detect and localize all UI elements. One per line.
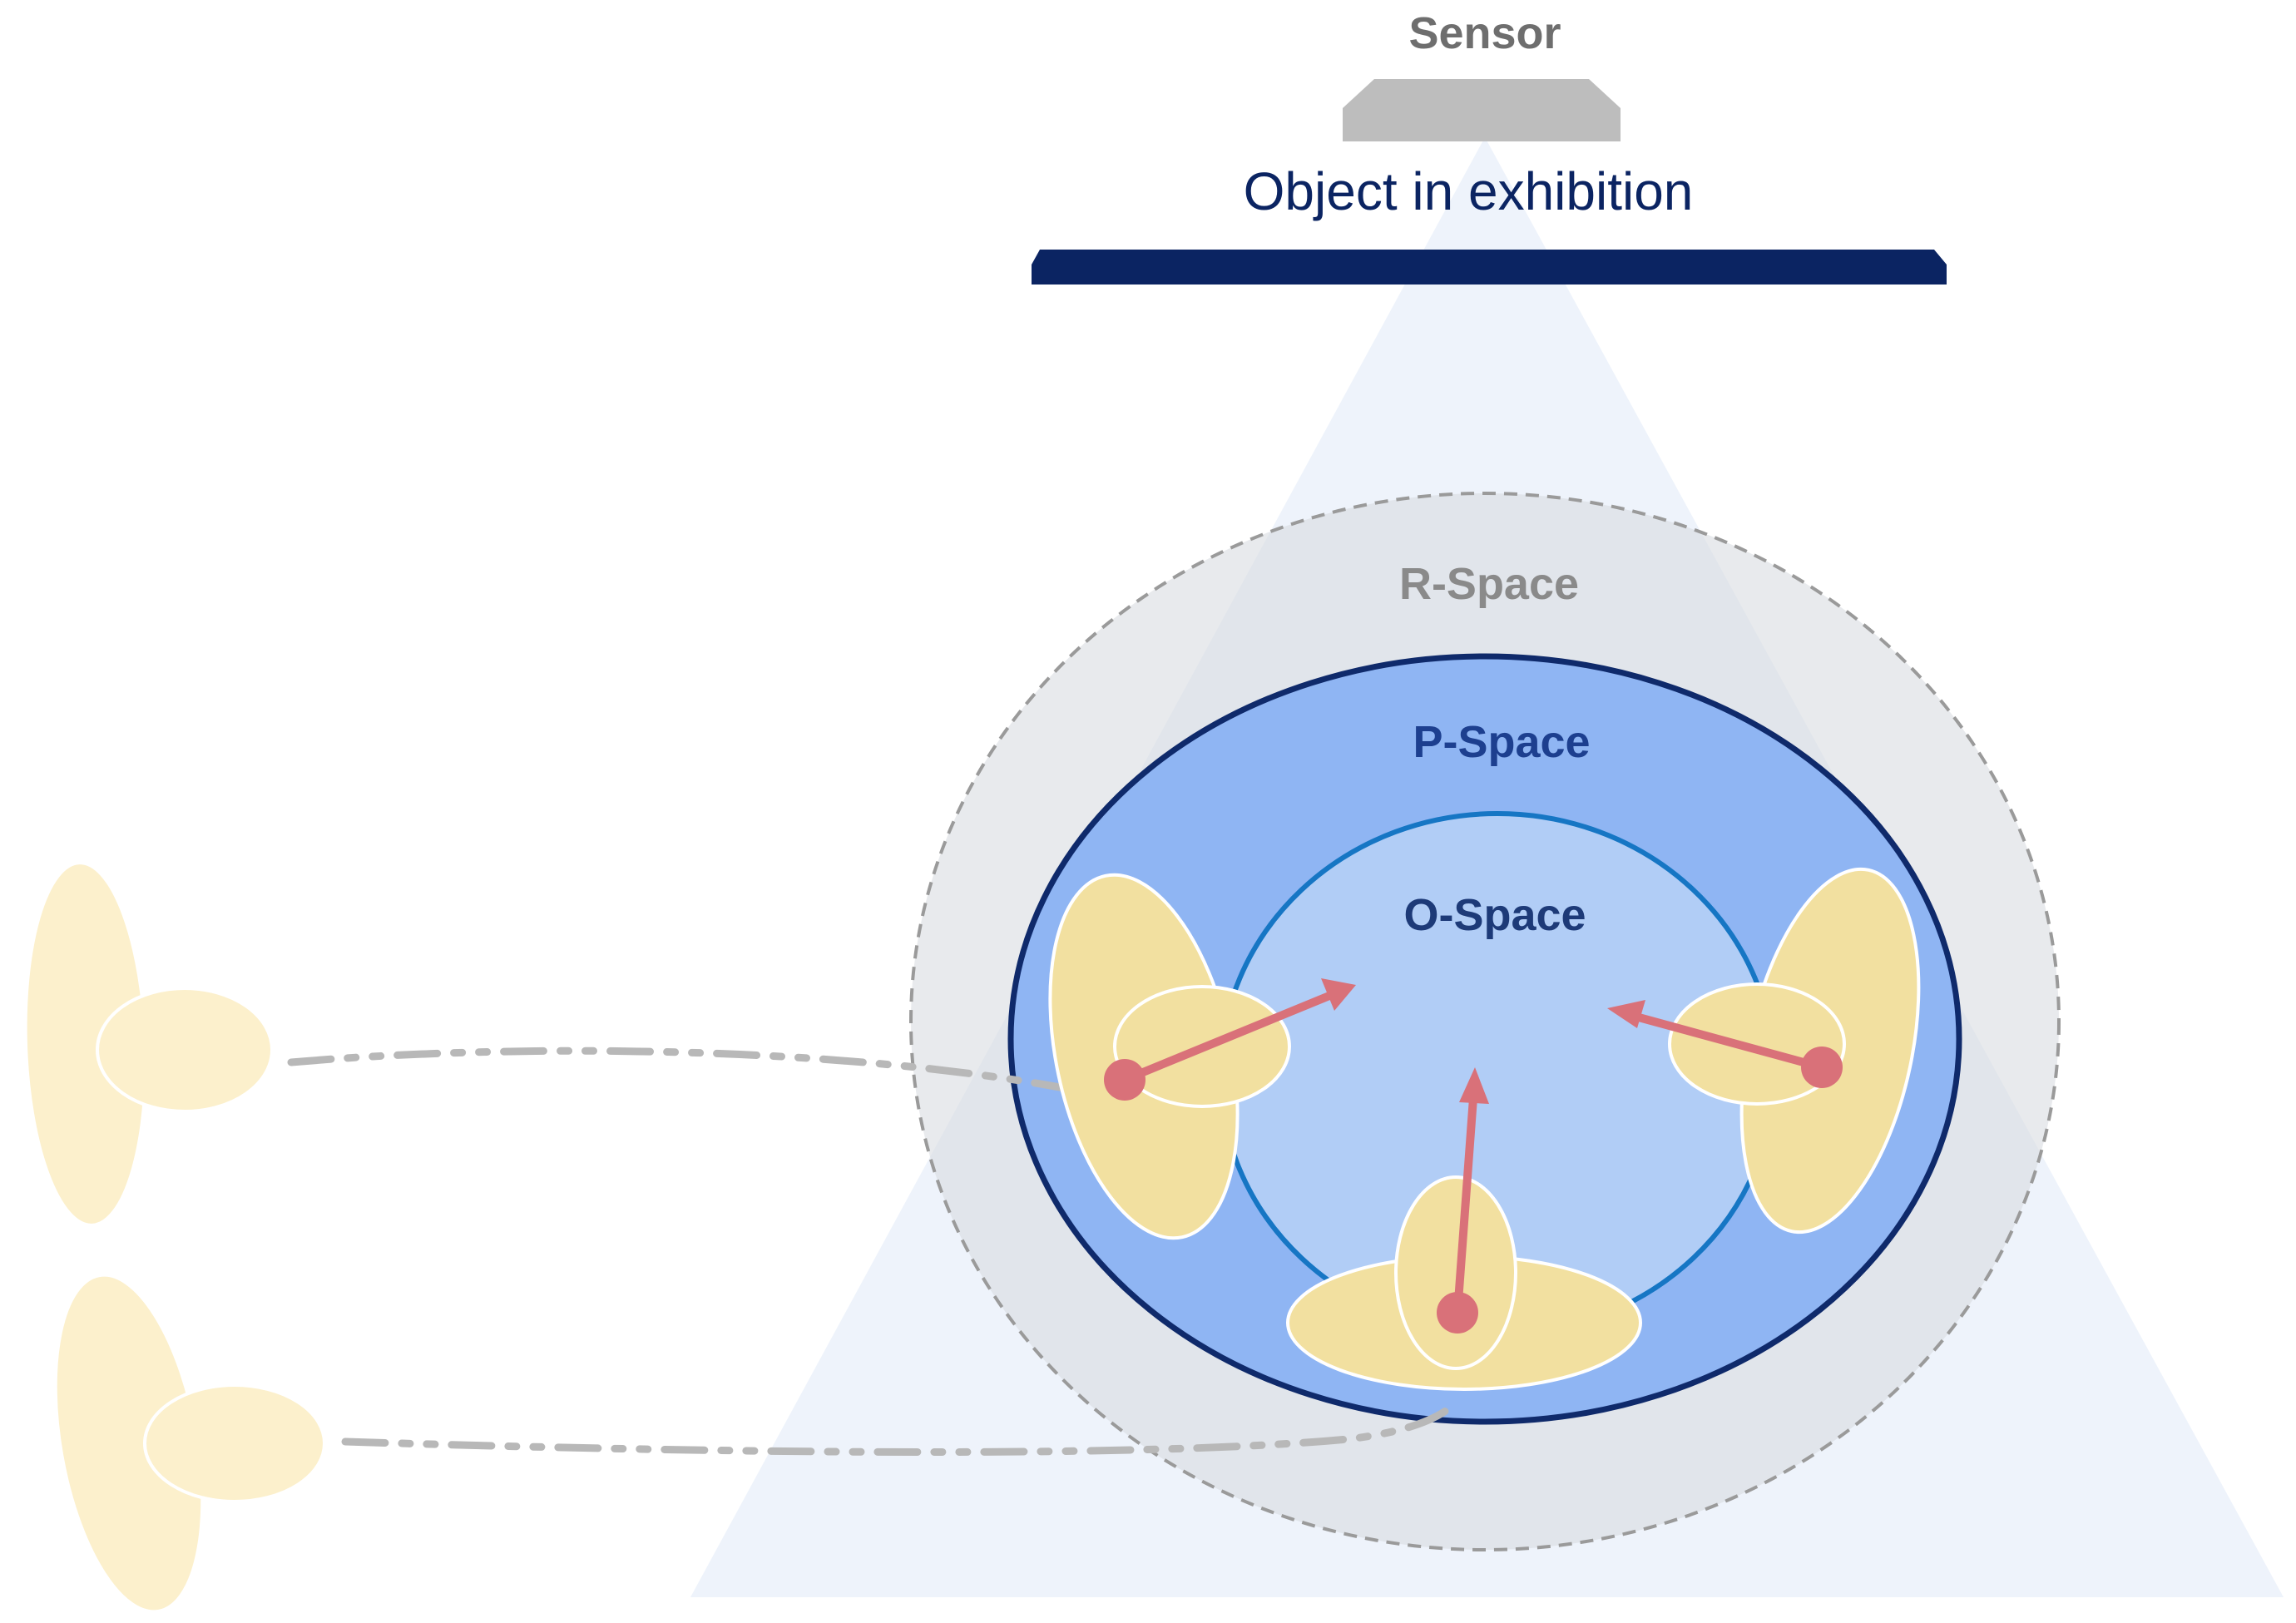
walker-top-head [96, 987, 274, 1113]
walker-bottom [53, 1273, 326, 1614]
sensor-device [1343, 79, 1621, 141]
person-left-gaze-arrow [1121, 992, 1334, 1084]
p-space-label: P-Space [1413, 717, 1590, 767]
person-right-arrowhead [1607, 1000, 1645, 1028]
person-bottom-position-dot [1437, 1292, 1478, 1334]
o-space-label: O-Space [1403, 890, 1586, 940]
person-bottom-gaze-arrow [1453, 1094, 1477, 1317]
sensor-label: Sensor [1408, 8, 1561, 58]
person-left [1048, 873, 1356, 1240]
person-bottom [1286, 1067, 1642, 1391]
trajectory-top [287, 1047, 1077, 1094]
object-label: Object in exhibition [1244, 161, 1694, 221]
person-left-position-dot [1104, 1059, 1146, 1101]
trajectory-bottom [341, 1400, 1458, 1456]
person-bottom-head [1394, 1175, 1517, 1370]
person-right-gaze-arrow [1635, 1013, 1826, 1071]
walker-top [23, 861, 274, 1227]
person-left-arrowhead [1321, 978, 1356, 1011]
person-bottom-arrowhead [1459, 1067, 1489, 1104]
walker-bottom-head [143, 1383, 326, 1503]
person-right-position-dot [1801, 1047, 1843, 1088]
r-space-label: R-Space [1399, 559, 1579, 609]
person-right [1607, 867, 1921, 1235]
person-right-head [1668, 982, 1846, 1106]
exhibit-bar [1032, 250, 1947, 285]
